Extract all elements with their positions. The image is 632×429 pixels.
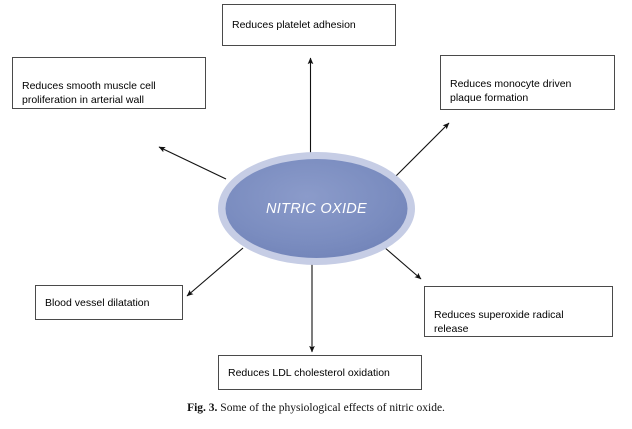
arrow-upper-right	[395, 122, 450, 177]
arrow-upper-left	[158, 146, 227, 180]
node-box-label: Reduces smooth muscle cell proliferation…	[22, 80, 156, 106]
node-box-label: Reduces monocyte driven plaque formation	[450, 78, 572, 104]
node-box-monocyte-plaque[interactable]: Reduces monocyte driven plaque formation	[440, 55, 615, 110]
figure-caption-number: Fig. 3.	[187, 402, 218, 414]
node-box-ldl-oxidation[interactable]: Reduces LDL cholesterol oxidation	[218, 355, 422, 390]
arrow-group	[158, 57, 450, 353]
figure-caption-text: Some of the physiological effects of nit…	[220, 402, 445, 414]
node-box-platelet-adhesion[interactable]: Reduces platelet adhesion	[222, 4, 396, 46]
arrow-lower-left	[186, 247, 244, 297]
node-box-label: Reduces LDL cholesterol oxidation	[228, 366, 390, 379]
node-box-label: Blood vessel dilatation	[45, 296, 150, 309]
arrow-lower-right	[383, 246, 422, 280]
node-box-label: Reduces platelet adhesion	[232, 19, 356, 31]
node-box-superoxide-release[interactable]: Reduces superoxide radical release	[424, 286, 613, 337]
figure-caption: Fig. 3. Some of the physiological effect…	[0, 402, 632, 414]
hub-ellipse	[218, 152, 415, 265]
node-box-label: Reduces superoxide radical release	[434, 309, 564, 335]
node-box-smooth-muscle[interactable]: Reduces smooth muscle cell proliferation…	[12, 57, 206, 109]
node-box-blood-vessel-dilatation[interactable]: Blood vessel dilatation	[35, 285, 183, 320]
